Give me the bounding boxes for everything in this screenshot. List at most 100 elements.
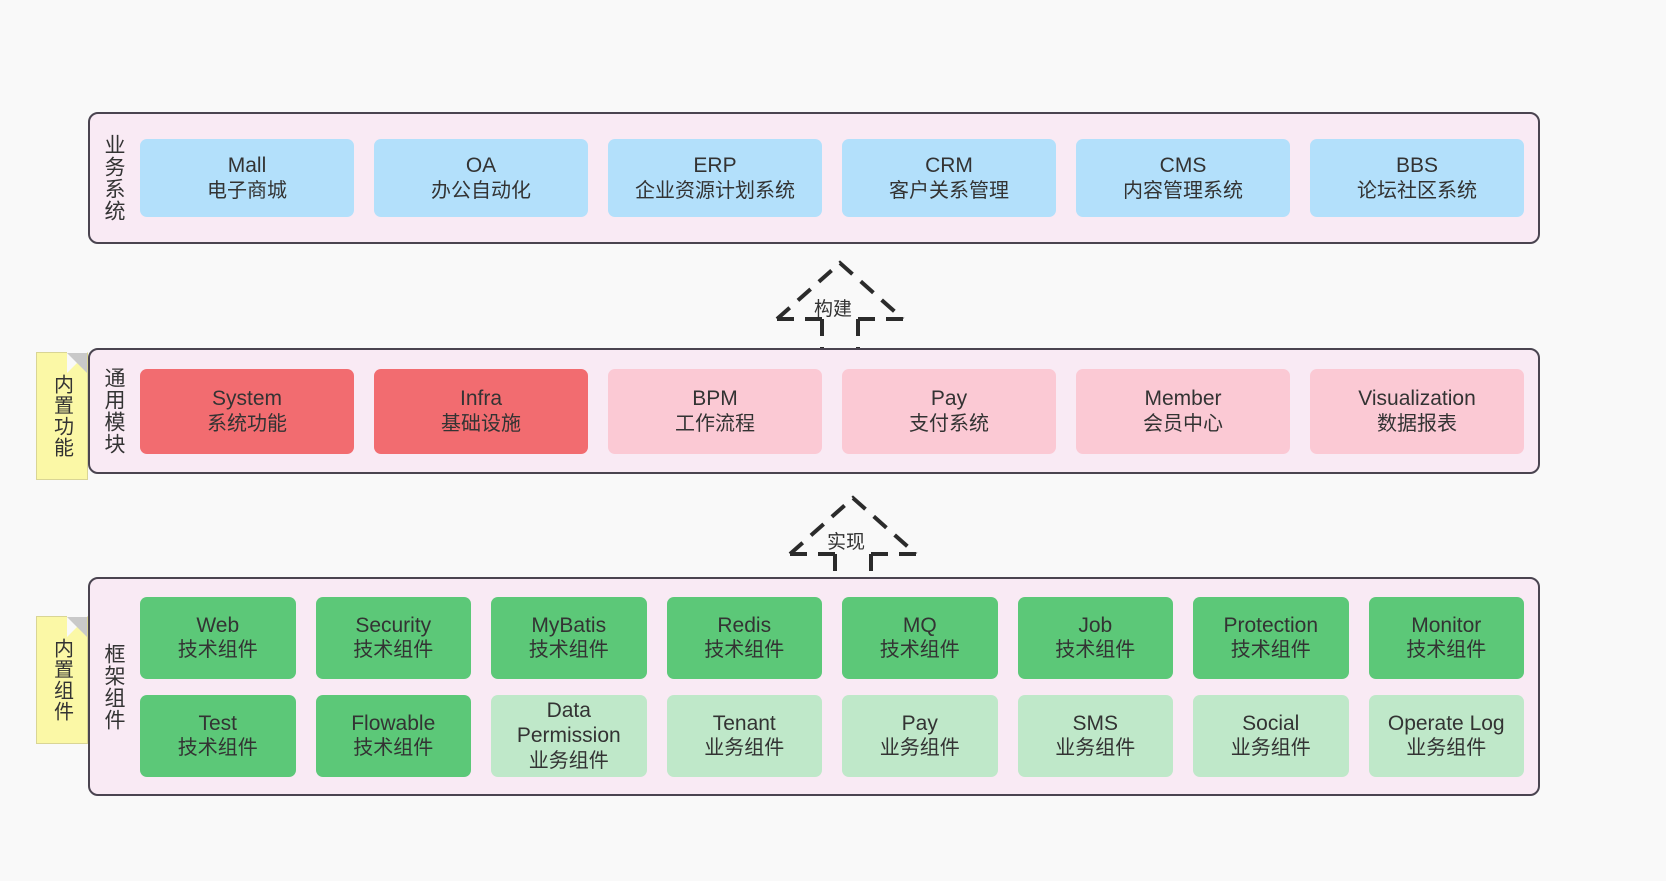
node-subtitle: 办公自动化 <box>431 179 531 202</box>
node-title: Test <box>198 711 237 735</box>
node-title: ERP <box>693 154 737 177</box>
node-title: Data Permission <box>516 698 621 748</box>
node-subtitle: 业务组件 <box>1055 737 1136 760</box>
node-subtitle: 基础设施 <box>441 412 521 435</box>
node-subtitle: 技术组件 <box>1230 639 1311 662</box>
node-subtitle: 内容管理系统 <box>1123 179 1243 202</box>
node-title: MQ <box>902 613 937 637</box>
node-title: MyBatis <box>531 613 607 637</box>
node-title: Tenant <box>712 711 776 735</box>
node-title: CMS <box>1159 154 1207 177</box>
layer-business-title: 业务系统 <box>101 134 125 222</box>
node-title: Infra <box>459 387 503 410</box>
node-title: OA <box>465 154 497 177</box>
layer-framework-title: 框架组件 <box>101 642 125 731</box>
node-subtitle: 技术组件 <box>353 639 434 662</box>
node-title: Redis <box>717 613 772 637</box>
node-title: Pay <box>930 387 968 410</box>
node-subtitle: 技术组件 <box>1055 639 1136 662</box>
node-title: Monitor <box>1411 613 1482 637</box>
node-title: BPM <box>692 387 738 410</box>
node-title: Security <box>355 613 432 637</box>
node-subtitle: 会员中心 <box>1143 412 1223 435</box>
node-subtitle: 业务组件 <box>528 749 609 772</box>
arrow-implement-label: 实现 <box>827 532 866 553</box>
node-subtitle: 技术组件 <box>879 639 960 662</box>
arrow-implement <box>788 495 918 585</box>
node-subtitle: 支付系统 <box>909 412 989 435</box>
arrow-build <box>775 260 905 350</box>
node-subtitle: 技术组件 <box>177 737 258 760</box>
node-title: Mall <box>227 154 267 177</box>
node-title: Visualization <box>1358 387 1476 410</box>
node-title: Flowable <box>351 711 436 735</box>
arrow-build-label: 构建 <box>814 299 853 320</box>
node-title: Member <box>1144 387 1222 410</box>
node-subtitle: 业务组件 <box>1230 737 1311 760</box>
node-subtitle: 技术组件 <box>528 639 609 662</box>
node-subtitle: 技术组件 <box>177 639 258 662</box>
node-subtitle: 业务组件 <box>1406 737 1487 760</box>
node-subtitle: 技术组件 <box>704 639 785 662</box>
node-title: Web <box>196 613 240 637</box>
node-title: System <box>211 387 282 410</box>
node-subtitle: 技术组件 <box>353 737 434 760</box>
node-subtitle: 业务组件 <box>704 737 785 760</box>
node-title: Pay <box>901 711 938 735</box>
node-subtitle: 技术组件 <box>1406 639 1487 662</box>
node-title: CRM <box>925 154 973 177</box>
node-subtitle: 系统功能 <box>207 412 287 435</box>
node-subtitle: 工作流程 <box>675 412 755 435</box>
note-builtin-functions: 内置功能 <box>36 352 88 480</box>
node-title: Job <box>1078 613 1113 637</box>
layer-modules-title: 通用模块 <box>101 367 125 455</box>
node-title: SMS <box>1072 711 1118 735</box>
node-title: Operate Log <box>1387 711 1505 735</box>
node-subtitle: 业务组件 <box>879 737 960 760</box>
note-builtin-components: 内置组件 <box>36 616 88 744</box>
node-subtitle: 电子商城 <box>207 179 287 202</box>
node-subtitle: 论坛社区系统 <box>1357 179 1477 202</box>
node-subtitle: 数据报表 <box>1377 412 1457 435</box>
node-subtitle: 企业资源计划系统 <box>635 179 795 202</box>
node-title: Social <box>1242 711 1300 735</box>
node-title: BBS <box>1395 154 1439 177</box>
